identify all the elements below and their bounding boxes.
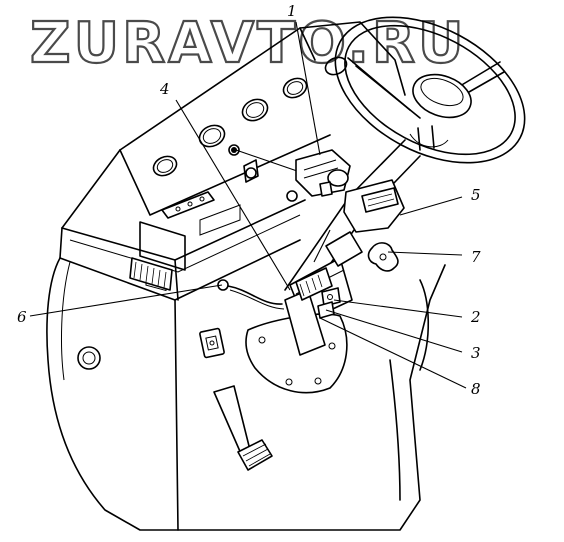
callout-3: 3 bbox=[471, 344, 481, 362]
wing-nut bbox=[367, 242, 399, 272]
column-switch-cluster bbox=[313, 179, 405, 267]
callout-2: 2 bbox=[470, 308, 481, 326]
callout-1: 1 bbox=[287, 2, 297, 20]
pedal bbox=[213, 385, 273, 471]
dash-knobs bbox=[228, 144, 298, 202]
callout-6: 6 bbox=[17, 308, 27, 326]
leader-lines bbox=[29, 21, 467, 389]
ashtray bbox=[161, 191, 215, 219]
watermark-text: ZURAVTO.RU bbox=[30, 11, 467, 76]
callout-7: 7 bbox=[471, 248, 481, 266]
lower-switch bbox=[199, 327, 225, 359]
cable-6 bbox=[217, 279, 285, 310]
steering-wheel bbox=[334, 16, 526, 164]
radio-unit bbox=[129, 204, 241, 292]
lower-cowl bbox=[46, 239, 446, 531]
steering-column bbox=[245, 139, 421, 394]
callout-8: 8 bbox=[471, 380, 481, 398]
callout-5: 5 bbox=[471, 186, 481, 204]
combination-switch bbox=[235, 149, 351, 197]
panel-plug bbox=[77, 346, 101, 370]
callout-4: 4 bbox=[159, 80, 170, 98]
